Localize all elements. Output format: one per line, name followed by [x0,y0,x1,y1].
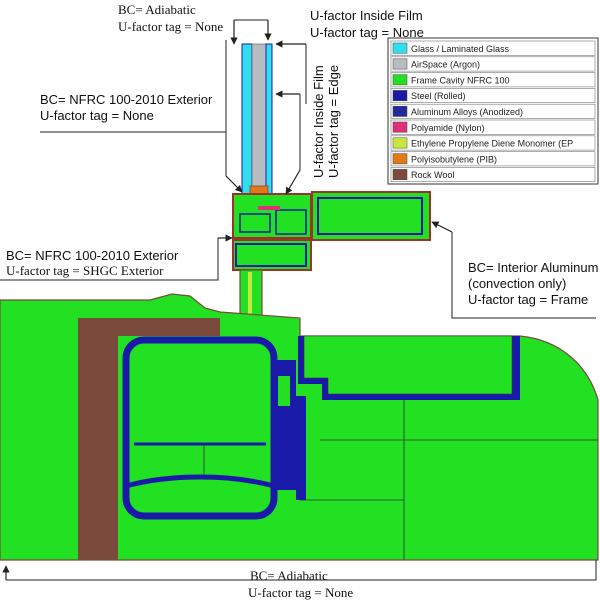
legend-label: Polyisobutylene (PIB) [411,154,497,164]
legend-item: AirSpace (Argon) [390,56,596,72]
legend-item: Glass / Laminated Glass [390,40,596,56]
legend-swatch [392,105,408,117]
interior-aluminum-arrow [431,221,453,233]
exterior-glass-line2: U-factor tag = None [40,108,154,123]
thermal-break-cavity [278,376,290,406]
legend-swatch [392,169,408,180]
legend-swatch [392,121,408,133]
legend-item: Aluminum Alloys (Anodized) [390,103,596,119]
chamber-lower-curve [125,474,275,489]
legend-label: Steel (Rolled) [411,91,466,101]
legend-row-box [390,135,596,151]
right-block-cavity [303,335,513,395]
inside-film-top-line2: U-factor tag = None [310,25,424,40]
legend-swatch [392,90,408,101]
legend-label: Ethylene Propylene Diene Monomer (EP [411,139,573,149]
legend-label: Glass / Laminated Glass [411,44,510,54]
legend-item: Polyisobutylene (PIB) [390,151,596,167]
aluminum-chamber-main [122,336,278,520]
legend-row-box [390,103,596,119]
legend-row-box [390,151,596,167]
bottom-adiabatic-line2: U-factor tag = None [248,585,353,600]
exterior-glass-arrow [225,175,243,193]
legend-item: Steel (Rolled) [390,88,596,104]
legend-label: AirSpace (Argon) [411,60,480,70]
legend-row-box [390,88,596,104]
callout-lines [0,19,597,581]
argon-airspace [251,43,267,195]
legend-swatch [392,137,408,149]
exterior-frame-line2: U-factor tag = SHGC Exterior [6,263,164,278]
legend-label: Rock Wool [411,170,454,180]
legend-label: Aluminum Alloys (Anodized) [411,107,523,117]
polyamide-strip [258,206,280,210]
top-adiabatic-line2: U-factor tag = None [118,19,223,34]
inside-film-top-line1: U-factor Inside Film [310,8,423,23]
inner-aluminum-strip [296,396,306,500]
exterior-glass-pane [241,43,253,195]
boundary-labels: BC= Adiabatic U-factor tag = None U-fact… [6,2,598,600]
interior-aluminum-line2: (convection only) [468,276,566,291]
exterior-frame-line [0,238,219,281]
legend-swatch [392,74,408,86]
lower-frame-section [0,293,599,561]
legend-item: Frame Cavity NFRC 100 [390,72,596,88]
top-adiabatic-line1: BC= Adiabatic [118,2,196,17]
legend-row-box [390,119,596,135]
legend-swatch [392,42,408,54]
bottom-adiabatic-line [6,560,597,581]
exterior-glass-line1: BC= NFRC 100-2010 Exterior [40,92,213,107]
inside-film-edge-arrow-2 [285,169,301,195]
legend-label: Polyamide (Nylon) [411,123,485,133]
sash-lower-chamber [235,243,307,267]
legend-row-box [390,56,596,72]
legend-swatch [392,58,408,70]
sash-inner-chamber-b [275,209,307,235]
interior-aluminum-line1: BC= Interior Aluminum [468,260,598,275]
upper-sash-frame [232,191,431,333]
bottom-adiabatic-line1: BC= Adiabatic [250,568,328,583]
epdm-seal [248,272,252,330]
interior-aluminum-line [451,232,596,319]
inside-film-edge-line1: U-factor Inside Film [311,65,326,178]
interior-aluminum-line3: U-factor tag = Frame [468,292,588,307]
legend-item: Ethylene Propylene Diene Monomer (EP [390,135,596,151]
legend-row-box [390,167,596,182]
legend-swatch [392,153,408,165]
rock-wool-top [118,318,220,336]
legend-row-box [390,40,596,56]
glazing-unit [241,43,273,197]
legend-label: Frame Cavity NFRC 100 [411,75,510,85]
legend-row-box [390,72,596,88]
exterior-frame-line1: BC= NFRC 100-2010 Exterior [6,248,179,263]
sash-aluminum-chamber [317,197,423,235]
sash-inner-chamber-a [239,213,271,233]
legend-item: Polyamide (Nylon) [390,119,596,135]
legend-item: Rock Wool [390,167,596,182]
inside-film-edge-line2: U-factor tag = Edge [326,65,341,178]
rock-wool [78,318,118,560]
interior-glass-pane [265,43,273,195]
